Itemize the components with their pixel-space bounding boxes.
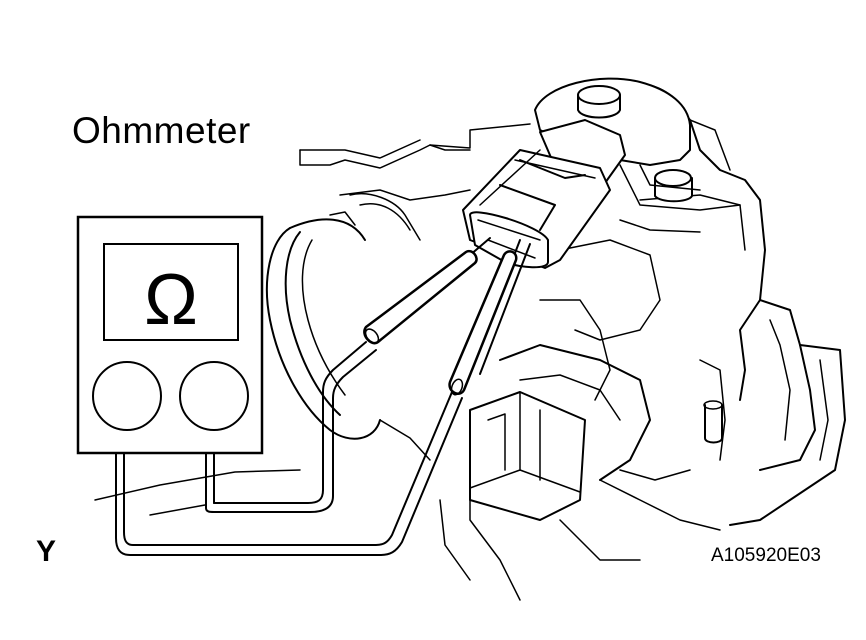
ohmmeter-label: Ohmmeter	[72, 110, 251, 151]
ohm-symbol: Ω	[144, 260, 198, 340]
sensor-connector	[462, 119, 626, 269]
test-leads	[115, 237, 531, 556]
meter-jack-right	[179, 361, 249, 431]
meter-jack-left	[92, 361, 162, 431]
figure-code: A105920E03	[711, 545, 821, 566]
view-letter: Y	[36, 535, 57, 568]
meter-display	[103, 243, 239, 341]
ohmmeter-device: Ω	[76, 215, 264, 455]
engine-assembly-outline	[94, 82, 846, 601]
